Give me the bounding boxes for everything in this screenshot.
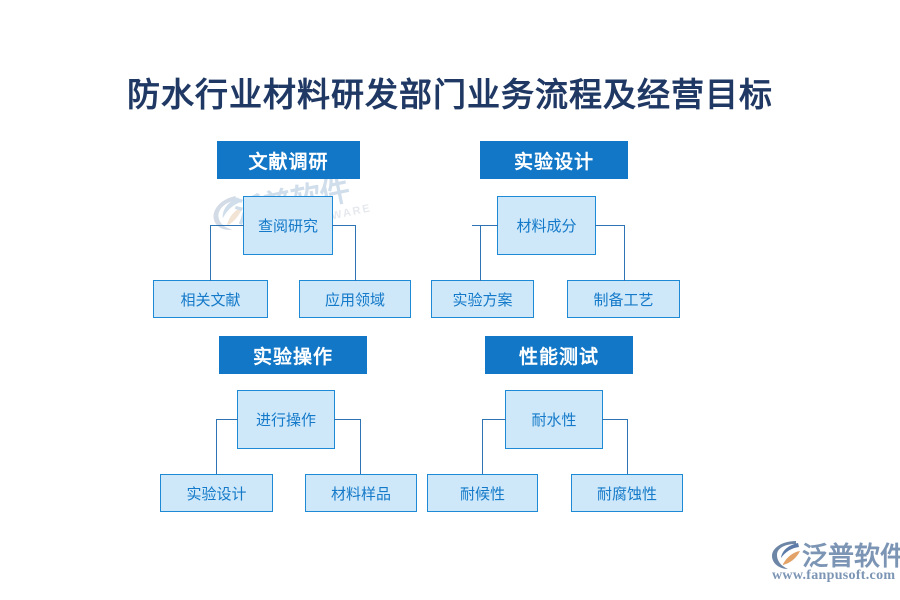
connector-left-horizontal: [482, 419, 506, 421]
group-header-literature-research[interactable]: 文献调研: [217, 141, 360, 179]
connector-right-horizontal: [334, 419, 361, 421]
connector-right-vertical: [360, 419, 362, 474]
group-header-experiment-design[interactable]: 实验设计: [480, 141, 628, 179]
connector-left-horizontal: [472, 225, 498, 227]
page-title: 防水行业材料研发部门业务流程及经营目标: [127, 76, 773, 113]
connector-left-vertical: [480, 225, 482, 281]
node-leaf-performance-test-0[interactable]: 耐候性: [427, 474, 538, 512]
node-mid-experiment-design[interactable]: 材料成分: [497, 196, 596, 255]
logo-brand-text: 泛普软件: [802, 541, 900, 571]
node-leaf-experiment-operation-1[interactable]: 材料样品: [305, 474, 417, 512]
node-leaf-experiment-design-1[interactable]: 制备工艺: [567, 280, 680, 318]
connector-right-horizontal: [602, 419, 628, 421]
connector-left-vertical: [216, 419, 218, 474]
connector-left-vertical: [210, 225, 212, 281]
logo-url-text: www.fanpusoft.com: [772, 568, 896, 583]
fanpu-logo-icon: [772, 541, 800, 569]
connector-right-vertical: [624, 225, 626, 281]
node-mid-literature-research[interactable]: 查阅研究: [243, 196, 333, 255]
node-leaf-experiment-design-0[interactable]: 实验方案: [431, 280, 534, 318]
connector-left-horizontal: [210, 225, 244, 227]
node-leaf-literature-research-0[interactable]: 相关文献: [153, 280, 268, 318]
node-mid-performance-test[interactable]: 耐水性: [505, 390, 603, 449]
node-leaf-performance-test-1[interactable]: 耐腐蚀性: [571, 474, 683, 512]
connector-right-horizontal: [595, 225, 625, 227]
brand-logo: 泛普软件 www.fanpusoft.com: [770, 536, 900, 590]
connector-left-horizontal: [216, 419, 238, 421]
node-mid-experiment-operation[interactable]: 进行操作: [237, 390, 335, 449]
group-header-performance-test[interactable]: 性能测试: [485, 336, 633, 374]
node-leaf-experiment-operation-0[interactable]: 实验设计: [160, 474, 273, 512]
connector-left-vertical: [482, 419, 484, 474]
connector-right-vertical: [627, 419, 629, 474]
connector-right-horizontal: [332, 225, 355, 227]
node-leaf-literature-research-1[interactable]: 应用领域: [299, 280, 411, 318]
connector-right-vertical: [355, 225, 357, 281]
group-header-experiment-operation[interactable]: 实验操作: [219, 336, 367, 374]
